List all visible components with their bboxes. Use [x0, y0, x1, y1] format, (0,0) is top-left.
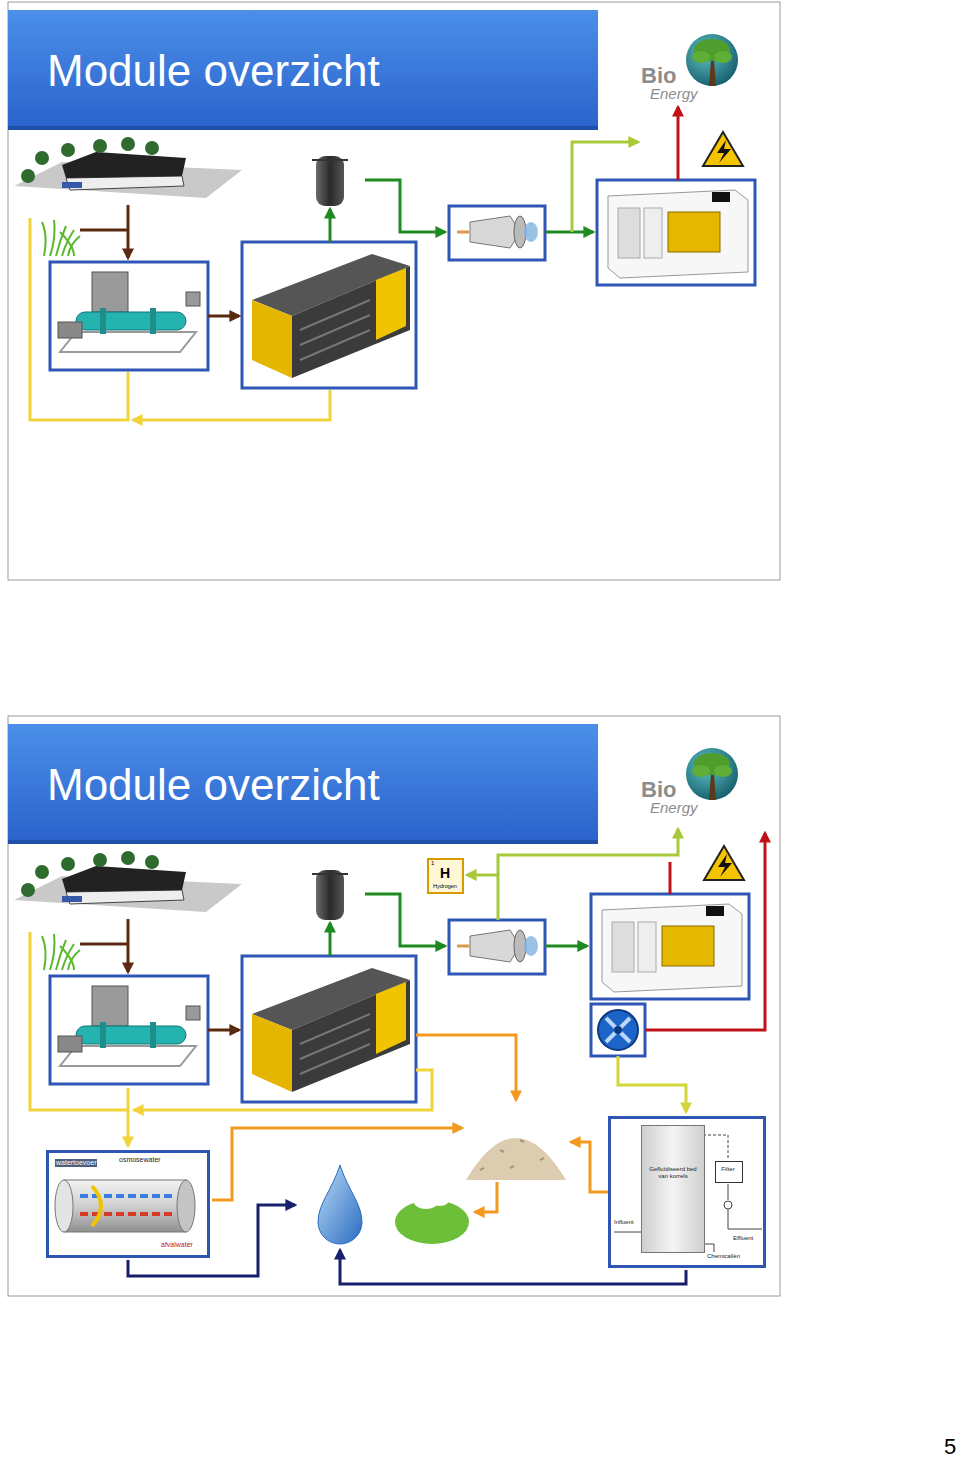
digester-container	[242, 956, 416, 1102]
flow-arrow	[127, 1088, 130, 1146]
flow-arrow	[618, 1056, 686, 1112]
pump-module	[50, 976, 208, 1084]
flow-arrow	[208, 1029, 239, 1032]
flow-line	[80, 229, 128, 232]
page-number: 5	[944, 1434, 956, 1459]
slide-frame	[8, 716, 780, 1296]
logo-text: Energy	[650, 85, 698, 102]
digester-container	[242, 242, 416, 388]
slide-title: Module overzicht	[47, 46, 380, 97]
gas-tank	[312, 870, 348, 920]
filter-box: InfluentEffluentChemicaliën Gefluïdiseerd…	[608, 1116, 766, 1268]
logo-text: Bio	[641, 777, 676, 802]
flow-arrow	[134, 1070, 432, 1110]
flow-arrow	[133, 390, 330, 420]
flow-arrow	[365, 894, 445, 946]
title-bar	[8, 724, 598, 844]
flow-name: osmosewater	[119, 1156, 161, 1164]
electricity-symbol	[703, 132, 743, 166]
flow-lines	[30, 829, 765, 1284]
element-badge: 1H Hydrogen	[427, 858, 464, 894]
flow-arrow	[467, 875, 498, 920]
fertiliser-pile	[466, 1138, 566, 1180]
flow-arrow	[416, 1035, 516, 1100]
flow-line	[30, 932, 128, 1110]
generator-container	[597, 180, 755, 285]
cooling-fan	[591, 1004, 645, 1056]
flow-arrow	[127, 919, 130, 972]
logo-tree	[686, 34, 738, 86]
flow-arrow	[127, 205, 130, 258]
flow-arrow	[329, 923, 332, 956]
logo-text: Energy	[650, 799, 698, 816]
flow-arrow	[475, 1182, 497, 1212]
flow-line	[80, 943, 128, 946]
osmosis-illustration	[55, 1180, 195, 1232]
flow-name: watertoevoer	[55, 1159, 97, 1167]
element-name: Hydrogen	[429, 883, 461, 889]
title-bar-edge	[8, 126, 598, 130]
electricity-symbol	[704, 846, 744, 880]
title-bar	[8, 10, 598, 130]
flow-arrow	[128, 1205, 295, 1276]
farm-picture	[14, 851, 242, 912]
flow-arrow	[645, 833, 765, 1030]
osmosis-box: watertoevoer osmosewater afvalwater	[46, 1150, 210, 1258]
flow-name: afvalwater	[161, 1241, 193, 1249]
flow-name: Effluent	[733, 1235, 753, 1242]
farm-picture	[14, 137, 242, 198]
flow-arrow	[571, 1142, 608, 1192]
column-text: Gefluïdiseerd bed van korrels	[644, 1166, 702, 1180]
flow-arrow	[545, 231, 593, 234]
green-landscape	[395, 1194, 469, 1244]
slide-title: Module overzicht	[47, 760, 380, 811]
flow-arrow	[208, 315, 239, 318]
flow-line	[669, 862, 672, 894]
flow-arrow	[498, 829, 678, 875]
logo-text: Bio	[641, 63, 676, 88]
flow-arrow	[212, 1128, 462, 1200]
filter-unit: Filter	[715, 1161, 743, 1183]
turbine-module	[449, 920, 545, 974]
flow-lines	[30, 107, 678, 420]
flow-arrow	[365, 180, 445, 232]
flow-line	[30, 218, 128, 420]
grass-picture	[42, 934, 80, 970]
water-drop	[318, 1165, 362, 1244]
flow-arrow	[572, 142, 638, 232]
filter-name: Filter	[716, 1166, 740, 1173]
reactor-column: Gefluïdiseerd bed van korrels	[641, 1125, 705, 1253]
generator-container	[591, 894, 749, 999]
flow-name: Influent	[614, 1219, 634, 1226]
slide-frame	[8, 2, 780, 580]
gas-tank	[312, 156, 348, 206]
title-bar-edge	[8, 840, 598, 844]
pump-module	[50, 262, 208, 370]
flow-arrow	[545, 945, 587, 948]
element-symbol: H	[429, 865, 461, 881]
atomic-number: 1	[431, 860, 434, 867]
turbine-module	[449, 206, 545, 260]
flow-arrow	[677, 107, 680, 180]
flow-name: Chemicaliën	[707, 1253, 740, 1260]
logo-tree	[686, 748, 738, 800]
grass-picture	[42, 220, 80, 256]
flow-arrow	[329, 209, 332, 242]
